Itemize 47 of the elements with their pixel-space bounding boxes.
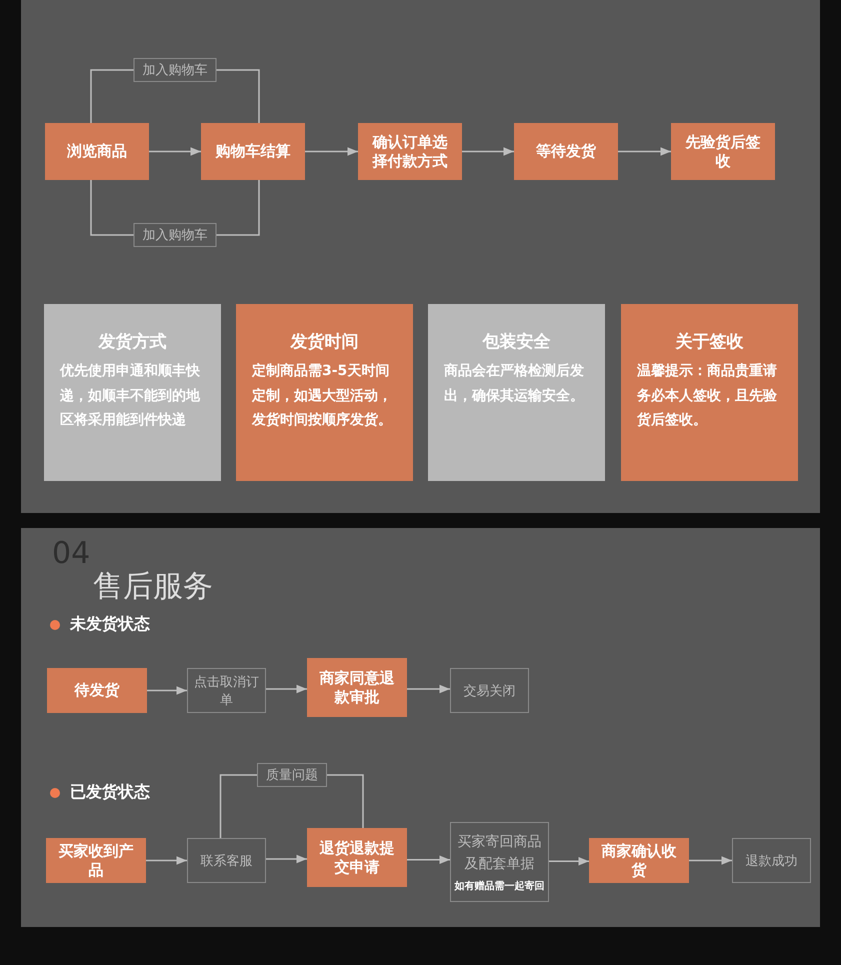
process-box: 先验货后签收 [671, 123, 775, 180]
status-heading: 已发货状态 [70, 782, 150, 803]
step-box: 点击取消订单 [187, 668, 266, 713]
process-box: 商家确认收货 [589, 838, 689, 883]
process-box: 买家收到产品 [46, 838, 146, 883]
card-text: 温馨提示：商品贵重请务必本人签收，且先验货后签收。 [637, 362, 778, 430]
process-box: 购物车结算 [201, 123, 305, 180]
process-box: 确认订单选择付款方式 [358, 123, 462, 180]
card-text: 优先使用申通和顺丰快递，如顺丰不能到的地区将采用能到件快递 [60, 362, 201, 430]
arrow [146, 856, 187, 865]
card-heading: 包装安全 [482, 331, 550, 353]
step-box: 交易关闭 [450, 668, 529, 713]
section-title: 售后服务 [93, 568, 213, 606]
process-box: 商家同意退款审批 [307, 658, 407, 717]
arrow [147, 686, 187, 695]
arrow [266, 684, 307, 694]
arrow [462, 147, 514, 156]
card-heading: 发货方式 [98, 331, 166, 353]
process-box: 浏览商品 [45, 123, 149, 180]
process-box: 待发货 [47, 668, 147, 713]
arrow [689, 856, 732, 865]
info-card [236, 304, 413, 481]
card-text: 定制商品需3-5天时间定制，如遇大型活动，发货时间按顺序发货。 [252, 362, 393, 430]
process-box: 等待发货 [514, 123, 618, 180]
card-heading: 发货时间 [290, 331, 358, 353]
arrow [266, 854, 307, 864]
arrow [149, 147, 201, 156]
step-box [450, 822, 549, 902]
step-box: 退款成功 [732, 838, 811, 883]
info-card [621, 304, 798, 481]
arrow [305, 147, 358, 156]
card-text: 商品会在严格检测后发出，确保其运输安全。 [444, 362, 585, 406]
arrow [618, 147, 671, 156]
info-card [44, 304, 221, 481]
arrow [549, 857, 589, 866]
process-box: 退货退款提交申请 [307, 828, 407, 887]
edge-label: 质量问题 [256, 763, 327, 787]
edge-label: 加入购物车 [134, 223, 216, 247]
arrow [407, 856, 450, 864]
arrow [407, 684, 450, 694]
step-box: 联系客服 [187, 838, 266, 883]
card-heading: 关于签收 [676, 331, 744, 353]
step-text: 买家寄回商品及配套单据 [457, 832, 542, 874]
note-text: 如有赠品需一起寄回 [454, 879, 544, 894]
status-heading: 未发货状态 [70, 614, 150, 635]
edge-label: 加入购物车 [134, 58, 216, 82]
info-card [428, 304, 605, 481]
